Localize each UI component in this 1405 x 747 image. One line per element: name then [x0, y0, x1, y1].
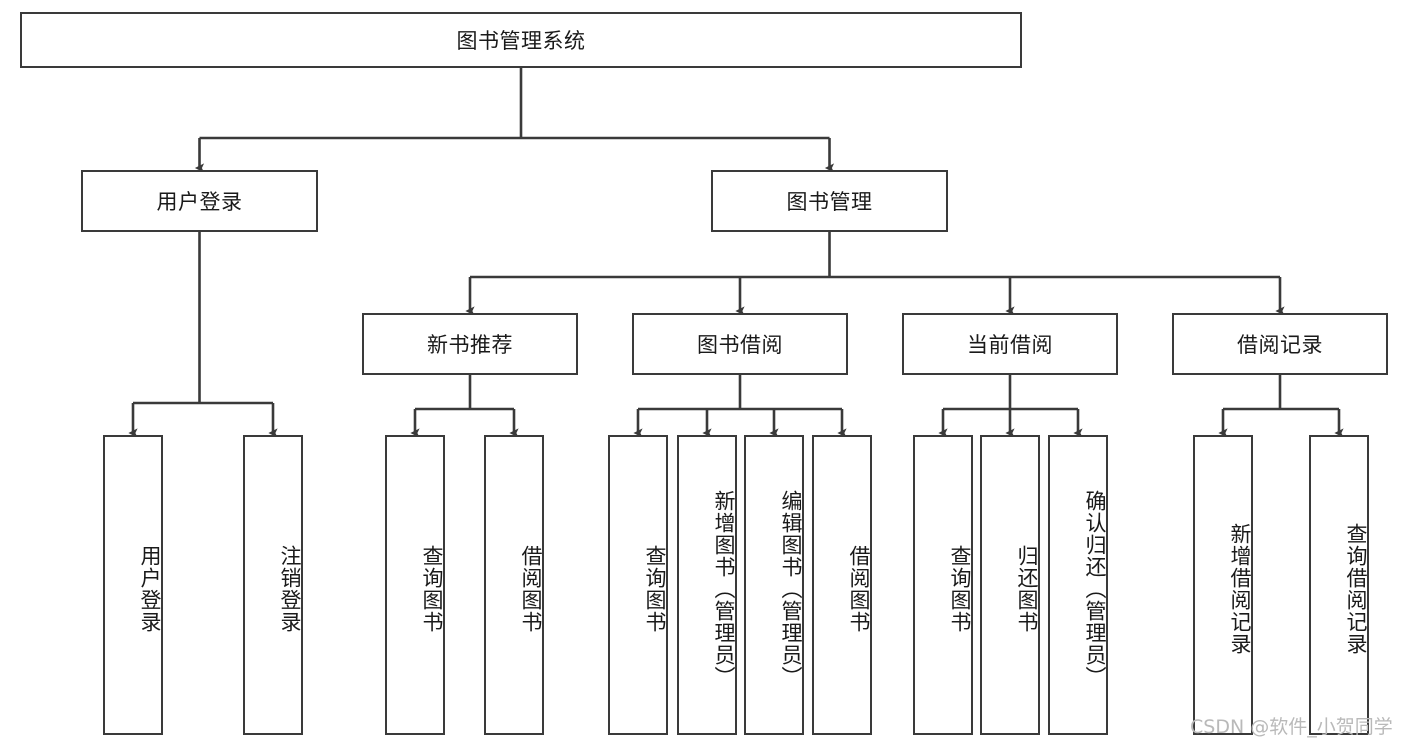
node-label: 借阅记录 [1237, 333, 1323, 357]
node-label: 确认归还（管理员） [1083, 490, 1107, 688]
node-label: 用户登录 [138, 545, 162, 633]
node-label: 当前借阅 [967, 333, 1053, 357]
node-label: 查询图书 [643, 545, 667, 633]
leaf-user-login[interactable]: 用户登录 [103, 435, 163, 735]
leaf-query-book-borrow[interactable]: 查询图书 [608, 435, 668, 735]
node-label: 图书管理系统 [456, 29, 586, 53]
node-label: 查询借阅记录 [1344, 523, 1368, 655]
leaf-borrow-book[interactable]: 借阅图书 [812, 435, 872, 735]
leaf-return-book[interactable]: 归还图书 [980, 435, 1040, 735]
node-book-manage[interactable]: 图书管理 [711, 170, 948, 232]
node-book-borrow[interactable]: 图书借阅 [632, 313, 848, 375]
csdn-watermark: CSDN @软件_小贺同学 [1190, 716, 1393, 738]
leaf-query-book-current[interactable]: 查询图书 [913, 435, 973, 735]
leaf-borrow-book-recommend[interactable]: 借阅图书 [484, 435, 544, 735]
leaf-logout[interactable]: 注销登录 [243, 435, 303, 735]
leaf-confirm-return[interactable]: 确认归还（管理员） [1048, 435, 1108, 735]
node-label: 注销登录 [278, 545, 302, 633]
node-label: 借阅图书 [847, 545, 871, 633]
node-label: 编辑图书（管理员） [779, 490, 803, 688]
node-label: 新书推荐 [427, 333, 513, 357]
node-user-login[interactable]: 用户登录 [81, 170, 318, 232]
node-label: 查询图书 [948, 545, 972, 633]
node-current-borrow[interactable]: 当前借阅 [902, 313, 1118, 375]
node-label: 查询图书 [420, 545, 444, 633]
node-new-book-recommend[interactable]: 新书推荐 [362, 313, 578, 375]
leaf-edit-book[interactable]: 编辑图书（管理员） [744, 435, 804, 735]
node-label: 新增借阅记录 [1228, 523, 1252, 655]
leaf-add-record[interactable]: 新增借阅记录 [1193, 435, 1253, 735]
node-borrow-record[interactable]: 借阅记录 [1172, 313, 1388, 375]
leaf-query-record[interactable]: 查询借阅记录 [1309, 435, 1369, 735]
node-label: 图书管理 [786, 190, 873, 214]
node-root[interactable]: 图书管理系统 [20, 12, 1022, 68]
node-label: 归还图书 [1015, 545, 1039, 633]
node-label: 借阅图书 [519, 545, 543, 633]
leaf-query-book-recommend[interactable]: 查询图书 [385, 435, 445, 735]
node-label: 用户登录 [156, 190, 243, 214]
leaf-add-book[interactable]: 新增图书（管理员） [677, 435, 737, 735]
node-label: 图书借阅 [697, 333, 783, 357]
node-label: 新增图书（管理员） [712, 490, 736, 688]
